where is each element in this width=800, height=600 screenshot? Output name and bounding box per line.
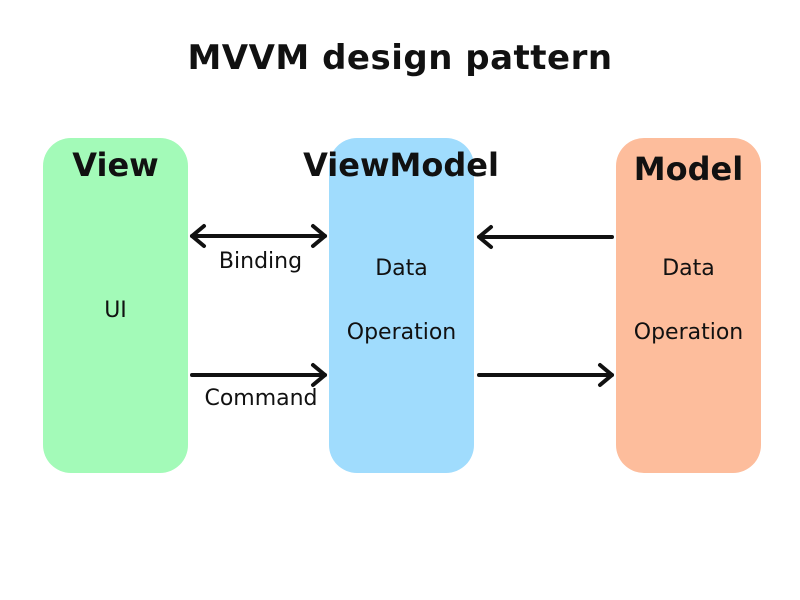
viewmodel-data-label: Data	[375, 256, 428, 281]
arrow-group	[190, 224, 614, 387]
binding-label: Binding	[218, 249, 303, 274]
command-arrow	[190, 363, 327, 387]
command-label: Command	[204, 386, 318, 411]
model-box	[616, 138, 761, 473]
binding-arrow	[190, 224, 327, 248]
viewmodel-box	[329, 138, 474, 473]
view-title: View	[72, 146, 159, 184]
model-operation-label: Operation	[633, 320, 744, 345]
model-to-viewmodel-arrow	[477, 225, 614, 249]
diagram-title: MVVM design pattern	[187, 38, 613, 78]
view-content-label: UI	[104, 298, 127, 323]
viewmodel-to-model-arrow	[477, 363, 614, 387]
viewmodel-operation-label: Operation	[346, 320, 457, 345]
viewmodel-title: ViewModel	[303, 146, 499, 184]
model-title: Model	[633, 150, 744, 188]
view-box	[43, 138, 188, 473]
model-data-label: Data	[662, 256, 715, 281]
